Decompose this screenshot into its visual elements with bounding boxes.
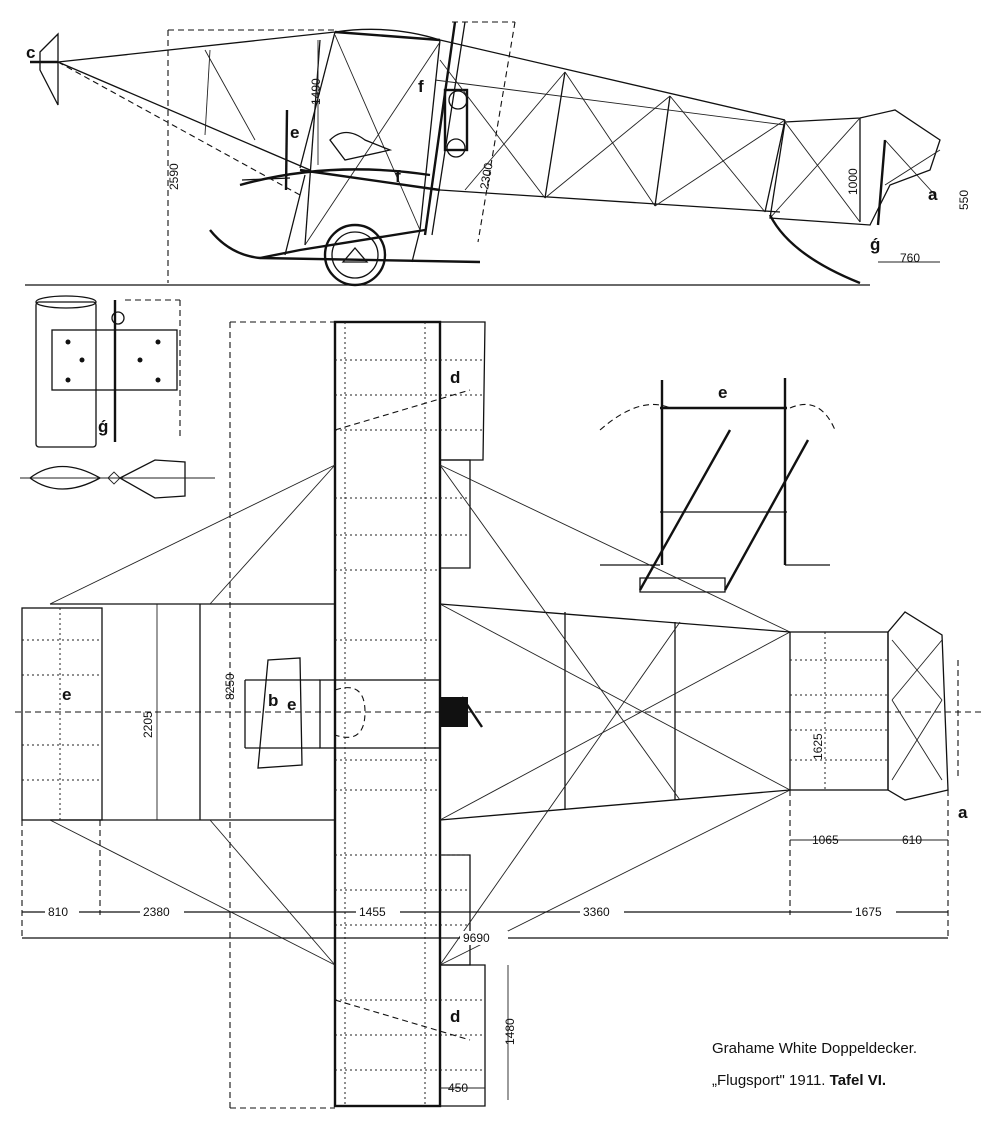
label-a-side: a bbox=[928, 185, 938, 204]
dim-tail-right: 550 bbox=[957, 190, 971, 210]
caption-journal: „Flugsport" bbox=[712, 1072, 785, 1089]
caption-plate: Tafel VI. bbox=[829, 1072, 887, 1089]
dim-plan-span: 8250 bbox=[223, 673, 237, 700]
label-g-side: ǵ bbox=[870, 235, 880, 254]
label-e-side: e bbox=[290, 123, 299, 142]
dim-tail-height: 1000 bbox=[846, 168, 860, 195]
dim-seg-2: 2380 bbox=[143, 905, 170, 919]
dim-plan-tail: 1625 bbox=[811, 733, 825, 760]
dim-plan-width: 2205 bbox=[141, 711, 155, 738]
dim-tail-elevator-1: 1065 bbox=[812, 833, 839, 847]
dim-wing-chord: 450 bbox=[448, 1081, 468, 1095]
dim-side-strut: 2300 bbox=[477, 161, 495, 190]
label-c-side: c bbox=[26, 43, 35, 62]
label-f-lower: f bbox=[395, 167, 401, 186]
dim-side-gap: 1490 bbox=[309, 78, 323, 105]
hinge-detail: ǵ bbox=[20, 295, 215, 499]
label-g-detail: ǵ bbox=[98, 417, 108, 436]
label-e-elevator: e bbox=[62, 685, 71, 704]
label-b-plan: b bbox=[268, 691, 278, 710]
dim-tail-elevator-2: 610 bbox=[902, 833, 922, 847]
label-f-upper: f bbox=[418, 77, 424, 96]
label-e-frame: e bbox=[718, 383, 727, 402]
dim-seg-3: 1455 bbox=[359, 905, 386, 919]
caption-source: „Flugsport" 1911. Tafel VI. bbox=[712, 1072, 886, 1089]
side-elevation-view: 2590 1490 2300 bbox=[25, 21, 971, 287]
dim-seg-5: 1675 bbox=[855, 905, 882, 919]
label-a-plan: a bbox=[958, 803, 968, 822]
label-d-lower: d bbox=[450, 1007, 460, 1026]
dim-side-height: 2590 bbox=[167, 163, 181, 190]
caption-title: Grahame White Doppeldecker. bbox=[712, 1040, 918, 1057]
dim-total-length: 9690 bbox=[463, 931, 490, 945]
dim-seg-4: 3360 bbox=[583, 905, 610, 919]
label-d-upper: d bbox=[450, 368, 460, 387]
plan-view: 8250 bbox=[15, 320, 985, 1109]
control-frame-detail: e bbox=[599, 378, 836, 593]
dim-seg-1: 810 bbox=[48, 905, 68, 919]
caption-year: 1911. bbox=[789, 1072, 826, 1089]
label-e-plan: e bbox=[287, 695, 296, 714]
dim-tail-bottom: 760 bbox=[900, 251, 920, 265]
dim-wing-ext: 1480 bbox=[503, 1018, 517, 1045]
